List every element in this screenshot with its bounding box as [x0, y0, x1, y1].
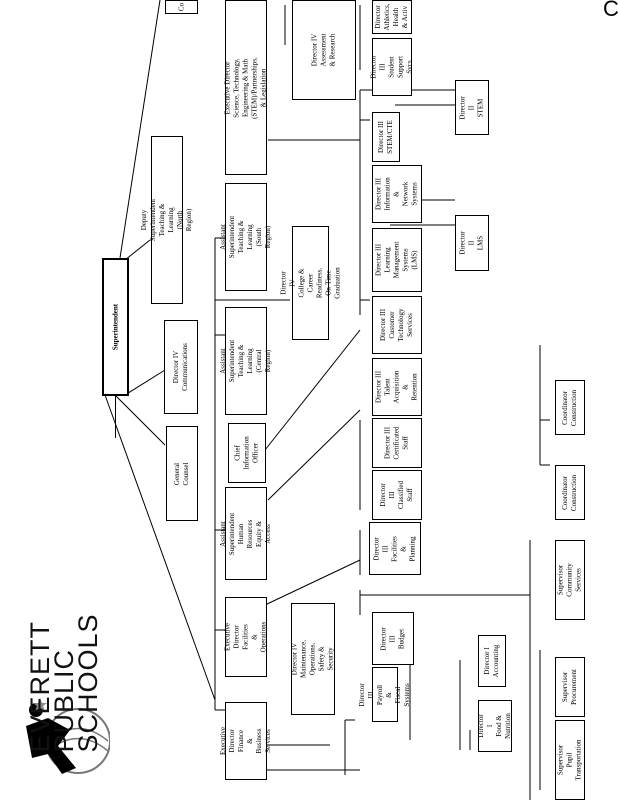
- dir-lms-box: Director III Learning Management Systems…: [372, 228, 422, 292]
- sup-community-box: Supervisor Community Services: [555, 540, 585, 620]
- dir-certificated-box: Director III Certificated Staff: [372, 418, 422, 468]
- dir-lms2-box: Director II LMS: [455, 215, 489, 271]
- asst-hr-box: Assistant Superintendent Human Resources…: [219, 487, 272, 580]
- general-counsel-box: General Counsel: [166, 426, 198, 521]
- dir-info-network-box: Director III Information & Network Syste…: [372, 165, 422, 223]
- ed-stem-box: Executive Director Science, Technology, …: [224, 0, 268, 175]
- dir-athletics-box: Director Athletics, Health & Activ: [372, 0, 412, 34]
- coord-construction-2-box: Coordinator Construction: [555, 380, 585, 435]
- dir-student-support-box: Director III Student Support Svcs: [370, 38, 414, 96]
- dir-stem2-box: Director II STEM: [455, 80, 489, 135]
- dir-stem-cte-box: Director III STEM/CTE: [372, 112, 400, 162]
- cio-box: Chief Information Officer: [228, 423, 266, 483]
- asst-tl-central-box: Assistant Superintendent Teaching & Lear…: [219, 307, 272, 415]
- dir-food-box: Director I Food & Nutrition: [477, 700, 512, 752]
- dir-facilities-planning-box: Director III Facilities & Planning: [369, 522, 421, 575]
- coord-construction-1-box: Coordinator Construction: [555, 465, 585, 520]
- sup-procurement-box: Supervisor Procurement: [555, 657, 585, 717]
- director-communications-box: Director IV Communications: [164, 320, 198, 414]
- partial-top-box: Co: [165, 0, 198, 14]
- corner-glyph: C: [603, 0, 618, 21]
- dir-customer-tech-box: Director III Customer Technology Service…: [372, 296, 422, 354]
- dir-payroll-box: Director III Payroll & Fiscal Systems: [358, 667, 411, 722]
- dir-classified-box: Director III Classified Staff: [372, 470, 422, 520]
- dir-talent-box: Director III Talent Acquisition & Retent…: [372, 358, 422, 416]
- dir-accounting-box: Director I Accounting: [478, 635, 506, 687]
- dir-budget-box: Director III Budget: [372, 612, 414, 665]
- superintendent-box: Superintendent: [102, 258, 129, 396]
- everett-public-schools-logo: EVERETT PUBLIC SCHOOLS: [18, 578, 110, 788]
- ed-finance-box: Executive Director Finance & Business Se…: [219, 702, 272, 780]
- asst-tl-south-box: Assistant Superintendent Teaching & Lear…: [219, 183, 272, 291]
- dir-college-career-box: Director IV College & Career Readiness, …: [279, 226, 341, 340]
- dir-maintenance-box: Director IV Maintenance, Operations, Saf…: [291, 603, 335, 715]
- dir-assessment-box: Director IV Assessment & Research: [292, 0, 356, 100]
- ed-facilities-box: Executive Director Facilities & Operatio…: [224, 597, 268, 677]
- sup-transportation-box: Supervisor Pupil Transportation: [555, 720, 585, 800]
- figure-globe-icon: [26, 698, 110, 774]
- deputy-superintendent-box: Deputy Superintendent Teaching & Learnin…: [140, 136, 193, 304]
